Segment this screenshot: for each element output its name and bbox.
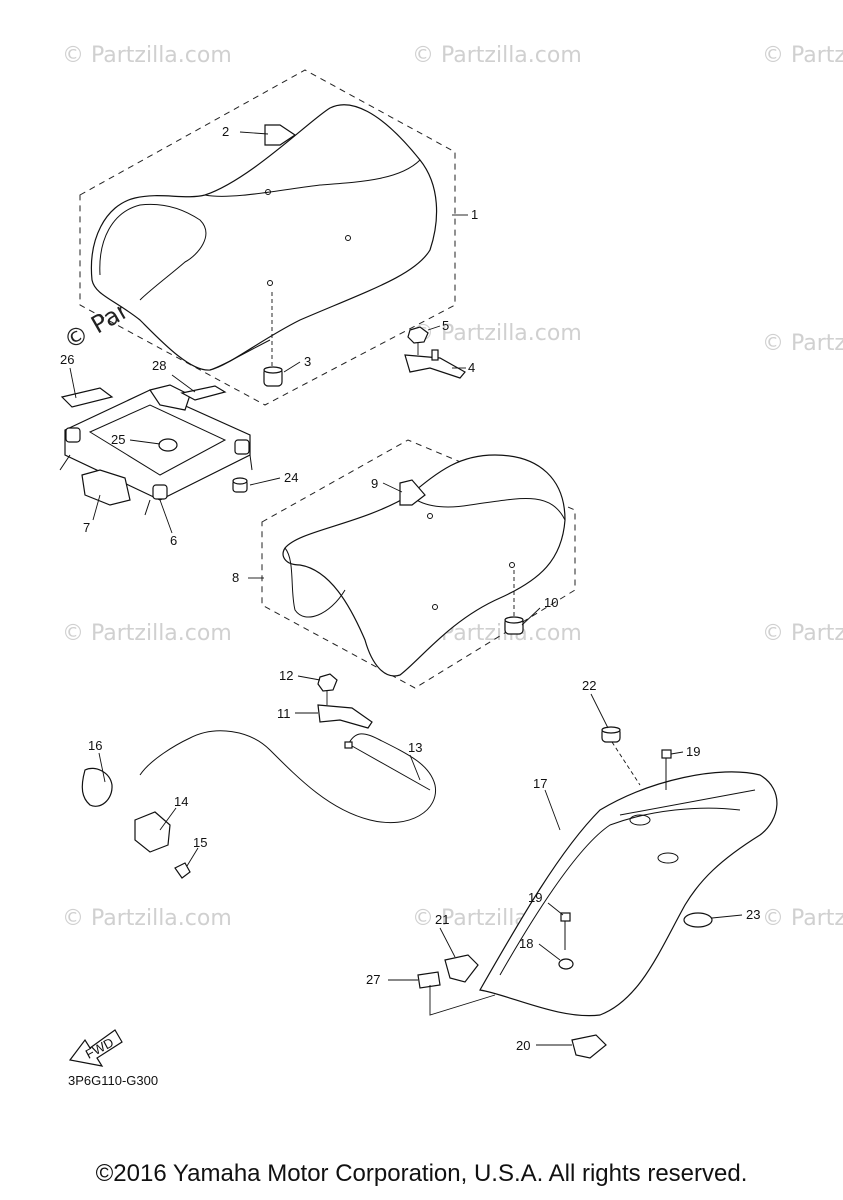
watermark: © Partzilla.com [762,43,843,68]
callout-19: 19 [686,744,700,759]
watermark: © Partzilla.com [412,321,582,346]
callout-27: 27 [366,972,380,987]
seat-frame-6 [59,384,253,516]
nut-12 [317,673,338,692]
fwd-arrow-icon: FWD [68,1029,123,1067]
rear-fender-17 [479,771,778,1017]
callout-1: 1 [471,207,478,222]
callout-12: 12 [279,668,293,683]
damper-10 [504,570,524,635]
callout-10: 10 [544,595,558,610]
seat-1-assembly-outline [79,69,456,406]
label-27 [417,971,441,989]
copyright-notice: ©2016 Yamaha Motor Corporation, U.S.A. A… [95,1160,748,1187]
pad-20 [571,1034,607,1059]
seat-8-assembly-outline [261,439,576,689]
watermark: © Partzilla.com [62,906,232,931]
callout-26: 26 [60,352,74,367]
diagram-code: 3P6G110-G300 [68,1073,159,1088]
latch-7 [81,469,131,506]
label-9 [399,479,426,506]
damper-3 [263,292,283,387]
watermark: © Partzilla.com [762,331,843,356]
callout-5: 5 [442,318,449,333]
callout-9: 9 [371,476,378,491]
watermark: © Partzilla.com [62,621,232,646]
callout-25: 25 [111,432,125,447]
damper-24 [232,477,248,493]
cable-13 [139,730,437,824]
watermark: © Partzilla.com [412,43,582,68]
callout-4: 4 [468,360,475,375]
watermark: © Partzilla.com [62,43,232,68]
rear-seat [282,454,566,677]
bracket-4 [404,326,466,379]
callout-20: 20 [516,1038,530,1053]
callout-15: 15 [193,835,207,850]
watermark: © Partzilla.com [762,906,843,931]
callout-16: 16 [88,738,102,753]
callout-19: 19 [528,890,542,905]
callout-11: 11 [277,706,291,721]
watermark: © Partzilla.com [762,621,843,646]
bolt-19-lower [560,912,571,950]
nut-5 [407,326,429,344]
callout-18: 18 [519,936,533,951]
callout-6: 6 [170,533,177,548]
pad-21 [444,954,479,983]
callout-7: 7 [83,520,90,535]
damper-25 [158,438,178,452]
callout-13: 13 [408,740,422,755]
label-2 [264,124,297,146]
callout-17: 17 [533,776,547,791]
collar-18 [558,958,574,970]
callout-24: 24 [284,470,298,485]
leader-lines [69,131,743,1046]
callout-2: 2 [222,124,229,139]
front-seat [90,104,438,371]
plate-23 [683,912,713,928]
callouts: 1 2 3 4 5 6 7 8 9 10 11 12 13 14 15 16 1… [60,124,760,1053]
callout-8: 8 [232,570,239,585]
bolt-15 [174,862,191,879]
label-28 [180,385,227,401]
label-26 [60,387,114,408]
lever-16 [81,767,113,807]
bracket-11 [317,673,373,729]
fwd-label: FWD [83,1035,116,1062]
damper-22 [601,726,641,786]
callout-14: 14 [174,794,188,809]
lock-14 [134,811,171,853]
callout-28: 28 [152,358,166,373]
callout-3: 3 [304,354,311,369]
callout-22: 22 [582,678,596,693]
callout-23: 23 [746,907,760,922]
callout-21: 21 [435,912,449,927]
